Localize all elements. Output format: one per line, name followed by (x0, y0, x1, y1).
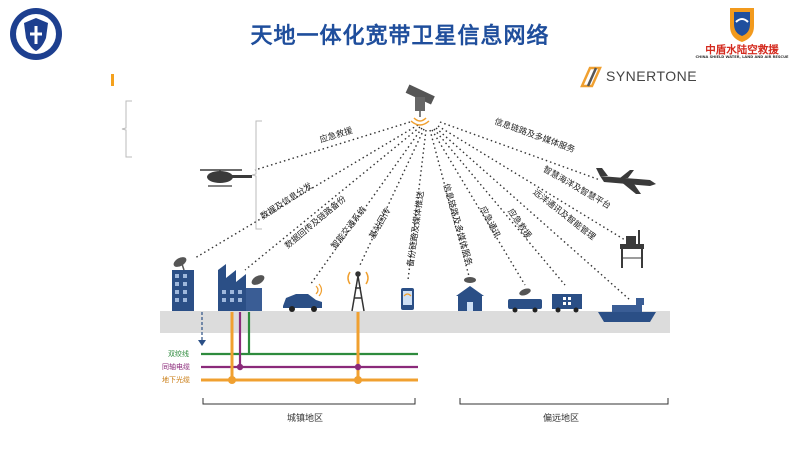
factory-icon (218, 264, 265, 311)
airplane-icon (596, 168, 656, 194)
synertone-wordmark: SYNERTONE (606, 68, 698, 84)
oil-platform-icon (620, 230, 644, 268)
ship-icon (598, 298, 656, 322)
shield-logo (10, 8, 62, 60)
remote-bracket (459, 398, 669, 405)
link-helicopter (254, 121, 411, 171)
office-building-icon (172, 257, 194, 311)
ground-strip (160, 311, 670, 333)
rescue-org-subtitle: CHINA SHIELD WATER, LAND AND AIR RESCUE (695, 55, 789, 59)
satellite-icon (405, 84, 435, 126)
link-ship (435, 127, 631, 301)
link-van (431, 129, 526, 286)
satellite-links (194, 121, 631, 301)
orange-marker (111, 74, 114, 86)
smartphone-icon (401, 288, 414, 310)
legend-coax: 同轴电缆 (162, 363, 190, 371)
ambulance-icon (552, 294, 582, 313)
cable-lines (198, 312, 418, 384)
region-urban: 城镇地区 (287, 414, 324, 424)
urban-bracket (202, 398, 416, 405)
link-factory (244, 126, 421, 271)
helicopter-icon (200, 169, 252, 187)
rescue-org-name: 中盾水陆空救援 (705, 44, 779, 56)
legend-twisted-pair: 双绞线 (168, 350, 189, 358)
region-remote: 偏远地区 (543, 414, 580, 424)
rescue-shield-logo (730, 8, 754, 42)
link-building (194, 124, 419, 259)
link-airplane (439, 121, 601, 181)
cell-tower-icon (347, 271, 369, 312)
link-platform (437, 125, 626, 241)
link-car (309, 127, 423, 286)
brace-bracket (121, 100, 132, 158)
station-building-icon (456, 277, 484, 311)
car-icon (283, 283, 323, 312)
satellite-van-icon (508, 288, 542, 313)
synertone-logo (580, 66, 602, 88)
page-title: 天地一体化宽带卫星信息网络 (250, 24, 550, 49)
legend-fiber: 地下光缆 (162, 376, 190, 384)
link-station (429, 129, 471, 281)
